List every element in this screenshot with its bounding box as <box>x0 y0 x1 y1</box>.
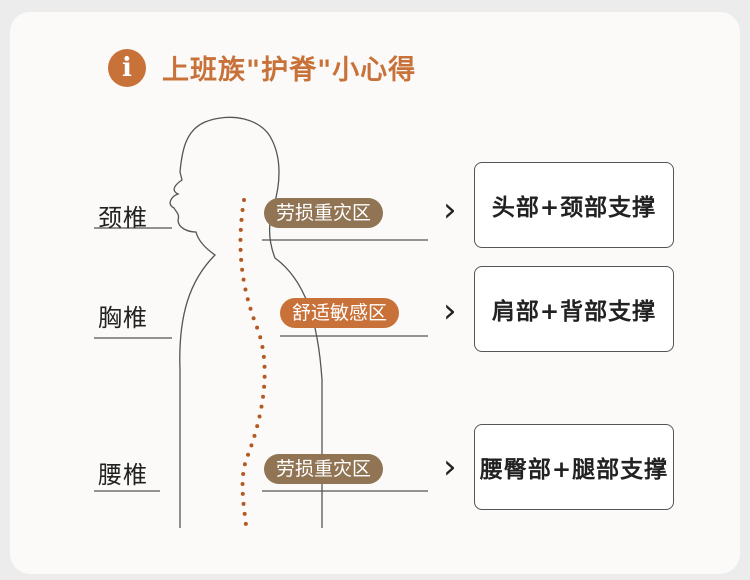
support-box-thoracic: 肩部+背部支撑 <box>474 266 674 352</box>
chevron-right-icon: › <box>443 190 457 230</box>
human-silhouette <box>169 116 323 528</box>
support-box-cervical: 头部+颈部支撑 <box>474 162 674 248</box>
page-title: 上班族"护脊"小心得 <box>162 55 417 86</box>
status-badge-cervical: 劳损重灾区 <box>264 198 384 228</box>
region-label-lumbar: 腰椎 <box>98 461 148 489</box>
spine-dotted-line <box>238 198 267 527</box>
chevron-right-icon: › <box>443 291 457 331</box>
header: i 上班族"护脊"小心得 <box>108 48 416 87</box>
chevron-right-icon: › <box>443 447 457 487</box>
region-label-cervical: 颈椎 <box>98 204 148 232</box>
info-icon: i <box>108 48 146 87</box>
status-badge-thoracic: 舒适敏感区 <box>280 298 400 328</box>
status-badge-lumbar: 劳损重灾区 <box>264 454 384 484</box>
region-label-thoracic: 胸椎 <box>98 304 148 332</box>
support-box-lumbar: 腰臀部+腿部支撑 <box>474 424 674 510</box>
